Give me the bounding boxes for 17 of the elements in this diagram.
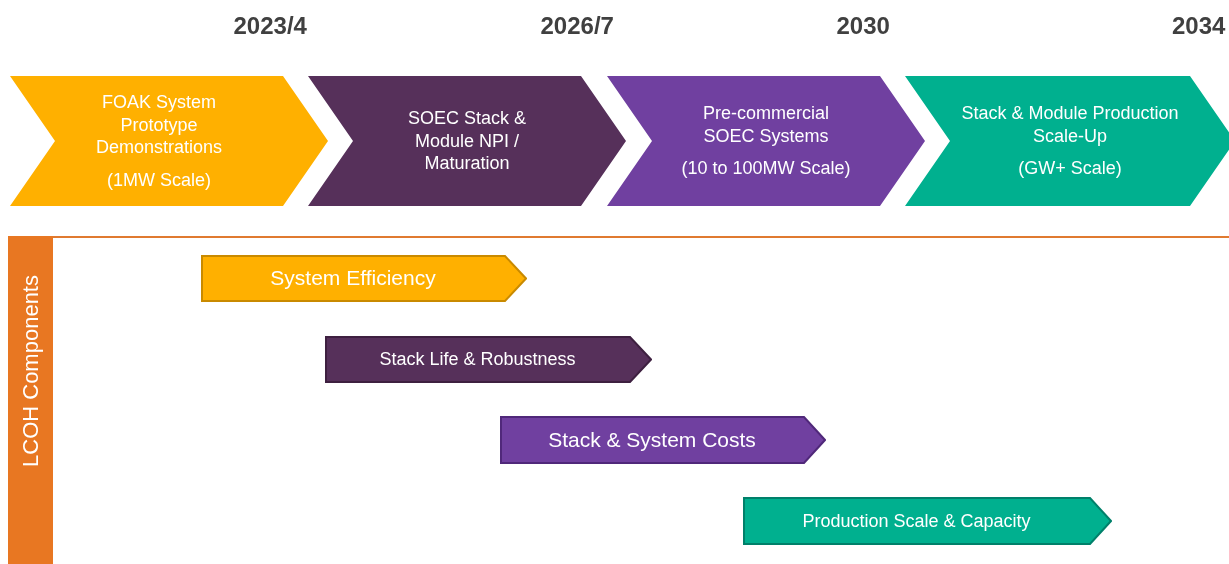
- side-band: [8, 236, 53, 564]
- phase-title: Stack & Module Production Scale-Up: [960, 102, 1180, 148]
- year-label: 2030: [836, 12, 890, 40]
- phase-scale: (10 to 100MW Scale): [681, 157, 851, 180]
- band-label: LCOH Components: [17, 275, 44, 467]
- phase-title: Pre-commercial SOEC Systems: [702, 102, 830, 148]
- phase-scale: (1MW Scale): [107, 168, 211, 191]
- year-label: 2034: [1172, 12, 1226, 40]
- year-label: 2023/4: [233, 12, 307, 40]
- component-label: Production Scale & Capacity: [802, 509, 1031, 533]
- component-label: System Efficiency: [270, 265, 436, 292]
- phase-scale: (GW+ Scale): [1018, 157, 1122, 180]
- phase-title: SOEC Stack & Module NPI / Maturation: [406, 107, 527, 175]
- year-label: 2026/7: [540, 12, 614, 40]
- component-label: Stack & System Costs: [548, 426, 756, 453]
- component-label: Stack Life & Robustness: [379, 348, 576, 371]
- phase-title: FOAK System Prototype Demonstrations: [94, 91, 224, 159]
